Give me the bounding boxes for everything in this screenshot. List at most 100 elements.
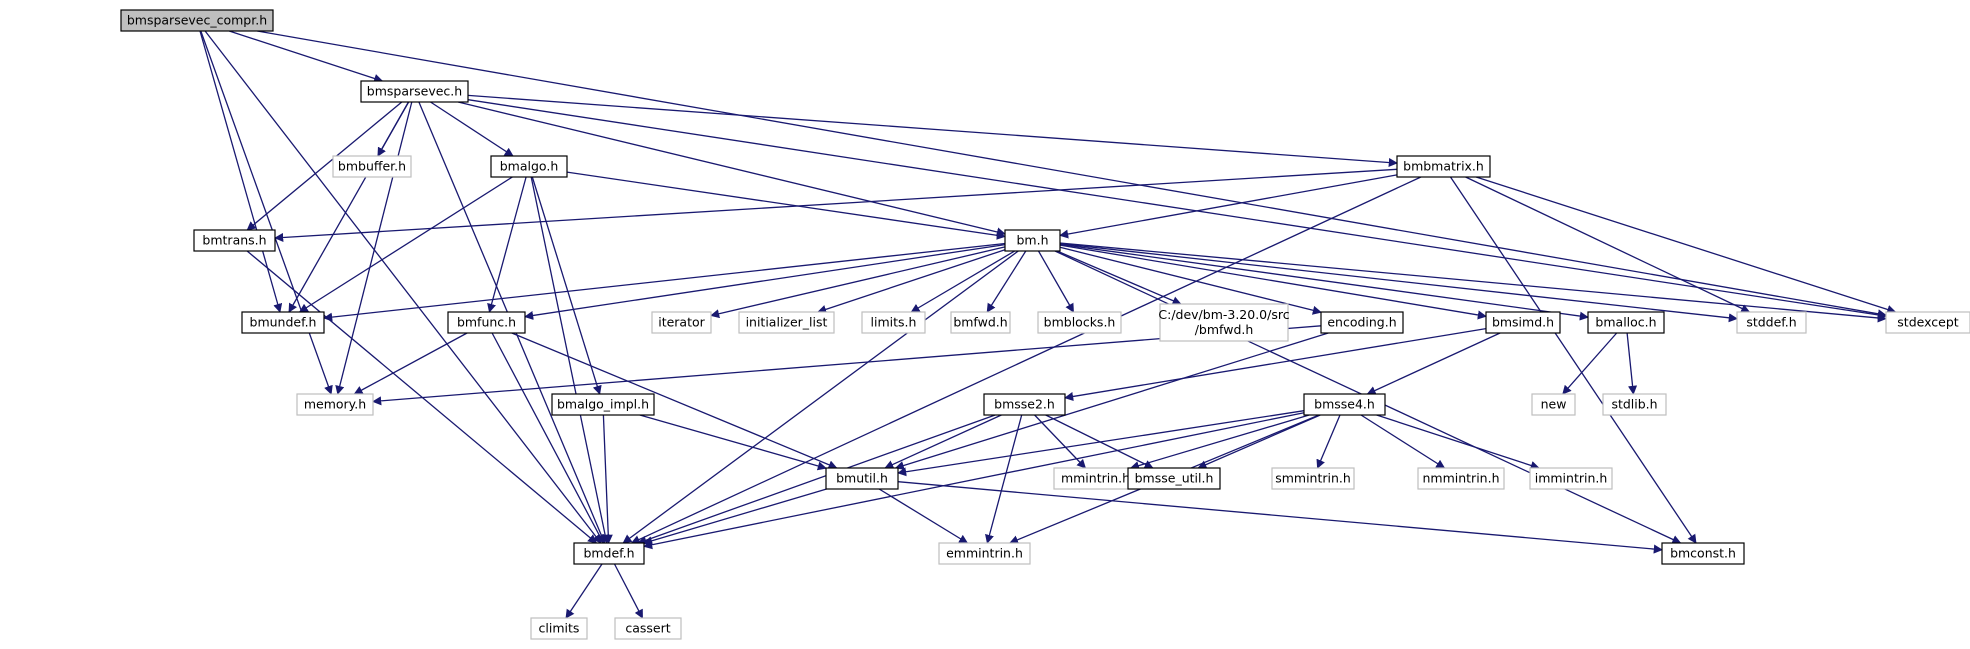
edge-bm-to-iterator	[710, 246, 1006, 319]
edge-bmfunc-to-bmdef	[491, 332, 604, 544]
edge-bm-to-bmblocks	[1037, 250, 1075, 313]
node-bmsse-util[interactable]: bmsse_util.h	[1127, 467, 1221, 490]
edge-bmutil-to-emmintrin	[878, 488, 969, 544]
node-label: new	[1541, 397, 1567, 412]
node-bmalloc[interactable]: bmalloc.h	[1587, 311, 1665, 334]
node-label: stddef.h	[1746, 315, 1796, 330]
node-bmblocks: bmblocks.h	[1037, 311, 1122, 334]
node-bmbmatrix[interactable]: bmbmatrix.h	[1396, 155, 1491, 178]
edge-bmsparsevec-to-bm	[457, 101, 1006, 237]
edge-bmbmatrix-to-bm	[1059, 174, 1398, 239]
edge-bmutil-to-bmdef	[643, 488, 827, 546]
node-new: new	[1531, 393, 1576, 416]
node-label: memory.h	[304, 397, 366, 412]
node-label: bmbmatrix.h	[1403, 159, 1484, 174]
node-limits: limits.h	[861, 311, 926, 334]
edge-bm-to-bmfunc	[524, 243, 1006, 320]
edge-bm-to-limits	[910, 250, 1016, 313]
edge-bmsse4-to-bmutil	[897, 410, 1305, 477]
edge-bmsse4-to-bmdef	[643, 412, 1305, 550]
node-stdlib: stdlib.h	[1602, 393, 1667, 416]
node-bmsimd[interactable]: bmsimd.h	[1485, 311, 1561, 334]
node-label: bmdef.h	[583, 546, 634, 561]
edge-bmalgo-to-bmundef	[298, 176, 513, 313]
node-label: stdexcept	[1897, 315, 1958, 330]
node-label: limits.h	[871, 315, 917, 330]
edge-bmbmatrix-to-stdexcept	[1475, 176, 1897, 314]
node-label: cassert	[625, 621, 670, 636]
node-bmdef[interactable]: bmdef.h	[573, 542, 645, 565]
node-bmfunc[interactable]: bmfunc.h	[447, 311, 526, 334]
node-label: bmconst.h	[1670, 546, 1736, 561]
node-bmsparsevec[interactable]: bmsparsevec.h	[360, 80, 469, 103]
edge-bmalgo_impl-to-bmutil	[639, 414, 827, 471]
edge-bm-to-bmsimd	[1059, 244, 1487, 320]
edge-bm-to-initializer_list	[817, 249, 1006, 314]
edge-bmsse4-to-immintrin	[1376, 414, 1540, 470]
edge-bmbmatrix-to-bmconst	[1449, 176, 1697, 544]
node-label: encoding.h	[1327, 315, 1396, 330]
node-bmconst[interactable]: bmconst.h	[1661, 542, 1745, 565]
edge-bmdef-to-climits	[565, 563, 603, 619]
node-bmalgo[interactable]: bmalgo.h	[490, 155, 568, 178]
node-memory: memory.h	[296, 393, 374, 416]
edge-bmsparsevec-to-stdexcept	[467, 99, 1887, 320]
node-bmundef[interactable]: bmundef.h	[241, 311, 325, 334]
edge-bmbmatrix-to-bmdef	[630, 176, 1422, 544]
node-label: bmfunc.h	[457, 315, 516, 330]
node-root[interactable]: bmsparsevec_compr.h	[120, 9, 274, 32]
node-encoding[interactable]: encoding.h	[1320, 311, 1404, 334]
node-label: initializer_list	[746, 315, 828, 330]
node-label: immintrin.h	[1535, 471, 1608, 486]
node-bmtrans[interactable]: bmtrans.h	[193, 229, 276, 252]
node-label: bmsparsevec_compr.h	[127, 13, 267, 28]
node-climits: climits	[530, 617, 588, 640]
edge-bmsse4-to-bmsse_util	[1197, 414, 1321, 469]
node-devfwd: C:/dev/bm-3.20.0/src/bmfwd.h	[1158, 303, 1290, 342]
edge-root-to-bmdef	[204, 30, 602, 544]
node-stdexcept: stdexcept	[1885, 311, 1970, 334]
node-emmintrin: emmintrin.h	[938, 542, 1031, 565]
node-bmsse2[interactable]: bmsse2.h	[983, 393, 1066, 416]
node-stddef: stddef.h	[1736, 311, 1807, 334]
node-label: iterator	[658, 315, 705, 330]
edge-bmalgo-to-bmdef	[530, 176, 610, 544]
node-bmalgo-impl[interactable]: bmalgo_impl.h	[551, 393, 655, 416]
node-label: bm.h	[1016, 233, 1048, 248]
node-bm[interactable]: bm.h	[1004, 229, 1061, 252]
node-label: bmsimd.h	[1492, 315, 1554, 330]
edge-bmsse4-to-nmmintrin	[1360, 414, 1446, 469]
edge-bm-to-stddef	[1059, 242, 1738, 323]
node-label: bmundef.h	[250, 315, 317, 330]
edge-bmsse4-to-mmintrin	[1129, 414, 1310, 471]
node-label: stdlib.h	[1611, 397, 1657, 412]
node-label: bmbuffer.h	[338, 159, 406, 174]
node-bmutil[interactable]: bmutil.h	[825, 467, 899, 490]
edge-root-to-memory	[200, 30, 333, 395]
edge-bmdef-to-cassert	[613, 563, 644, 619]
node-label: bmalgo_impl.h	[557, 397, 649, 412]
edge-root-to-bmundef	[199, 30, 283, 313]
edge-bmsparsevec-to-memory	[335, 101, 413, 395]
edge-bmsse2-to-emmintrin	[985, 414, 1023, 544]
node-label: /bmfwd.h	[1195, 322, 1254, 337]
edge-bmbmatrix-to-bmtrans	[274, 168, 1398, 243]
node-label: bmsse2.h	[994, 397, 1055, 412]
node-bmsse4[interactable]: bmsse4.h	[1303, 393, 1386, 416]
node-label: bmalgo.h	[500, 159, 559, 174]
edge-bmsparsevec-to-bmalgo	[430, 101, 514, 157]
edge-encoding-to-bmutil	[894, 332, 1329, 470]
node-smmintrin: smmintrin.h	[1271, 467, 1355, 490]
node-immintrin: immintrin.h	[1529, 467, 1613, 490]
edge-bmutil-to-bmconst	[897, 481, 1663, 554]
edge-bmsimd-to-bmsse4	[1366, 332, 1501, 395]
node-label: bmsparsevec.h	[367, 84, 462, 99]
edge-bmalgo-to-bmalgo_impl	[531, 176, 602, 395]
node-label: bmblocks.h	[1044, 315, 1116, 330]
edge-bm-to-devfwd	[1056, 250, 1182, 305]
edge-bmalgo-to-bmfunc	[487, 176, 527, 313]
node-label: bmutil.h	[836, 471, 888, 486]
node-label: C:/dev/bm-3.20.0/src	[1158, 307, 1289, 322]
edge-bmalgo-to-bm	[566, 171, 1006, 240]
edge-bmsparsevec-to-bmbmatrix	[467, 94, 1398, 168]
